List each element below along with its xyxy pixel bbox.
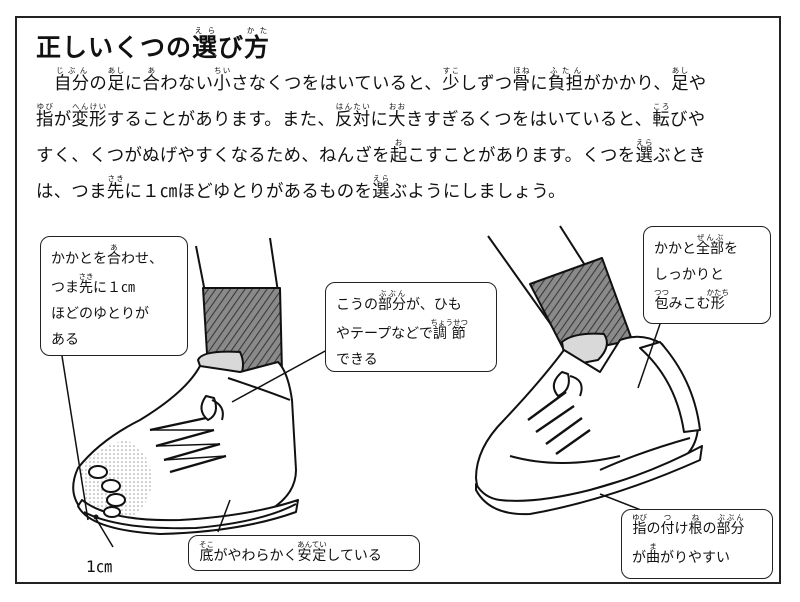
callout-line: 底そこがやわらかく安定あんていしている (199, 540, 382, 564)
callout-line: 包つつみこむ形かたち (654, 288, 729, 312)
callout-line: しっかりと (654, 267, 724, 283)
leader-wrap (637, 323, 661, 389)
callout-line: やテープなどで調節ちょうせつ (336, 318, 469, 342)
one-cm-label: 1㎝ (86, 557, 113, 576)
leader-sole (217, 499, 231, 533)
right-shoe-icon (475, 225, 703, 516)
callout-wrap-heel: かかと全部ぜんぶを しっかりと 包つつみこむ形かたち (643, 226, 771, 324)
leader-heel-toe (61, 355, 89, 521)
page-title: 正しいくつの選えらび方かた (36, 26, 271, 62)
callout-heel-toe: かかとを合あわせ、 つま先さきに１㎝ ほどのゆとりが ある (40, 236, 188, 356)
paragraph-line: 指ゆびが変形へんけいすることがあります。また、反対はんたいに大おおきすぎるくつを… (36, 102, 706, 130)
paragraph-line: 自分じぶんの足あしに合あわない小ちいさなくつをはいていると、少すこしずつ骨ほねに… (54, 66, 707, 94)
callout-line: つま先さきに１㎝ (51, 272, 135, 296)
callout-line: 指ゆびの付つけ根ねの部分ぶぶん (632, 513, 745, 537)
callout-adjust: こうの部分ぶぶんが、ひも やテープなどで調節ちょうせつ できる (325, 282, 497, 372)
callout-line: ほどのゆとりが (51, 306, 149, 322)
left-shoe-icon (72, 237, 299, 535)
intro-paragraph: 自分じぶんの足あしに合あわない小ちいさなくつをはいていると、少すこしずつ骨ほねに… (36, 66, 766, 210)
callout-sole: 底そこがやわらかく安定あんていしている (188, 535, 420, 571)
callout-line: ある (51, 332, 79, 348)
callout-line: かかと全部ぜんぶを (654, 233, 738, 257)
leader-adjust (231, 349, 328, 403)
callout-line: できる (336, 352, 378, 368)
paragraph-line: すく、くつがぬげやすくなるため、ねんざを起おこすことがあります。くつを選えらぶと… (36, 138, 707, 166)
callout-toe-bend: 指ゆびの付つけ根ねの部分ぶぶん が曲まがりやすい (621, 509, 773, 579)
callout-line: が曲まがりやすい (632, 542, 730, 566)
paragraph-line: は、つま先さきに１㎝ほどゆとりがあるものを選えらぶようにしましょう。 (36, 174, 566, 202)
leader-one-cm (94, 516, 114, 548)
callout-line: こうの部分ぶぶんが、ひも (336, 289, 462, 313)
callout-line: かかとを合あわせ、 (51, 243, 163, 267)
